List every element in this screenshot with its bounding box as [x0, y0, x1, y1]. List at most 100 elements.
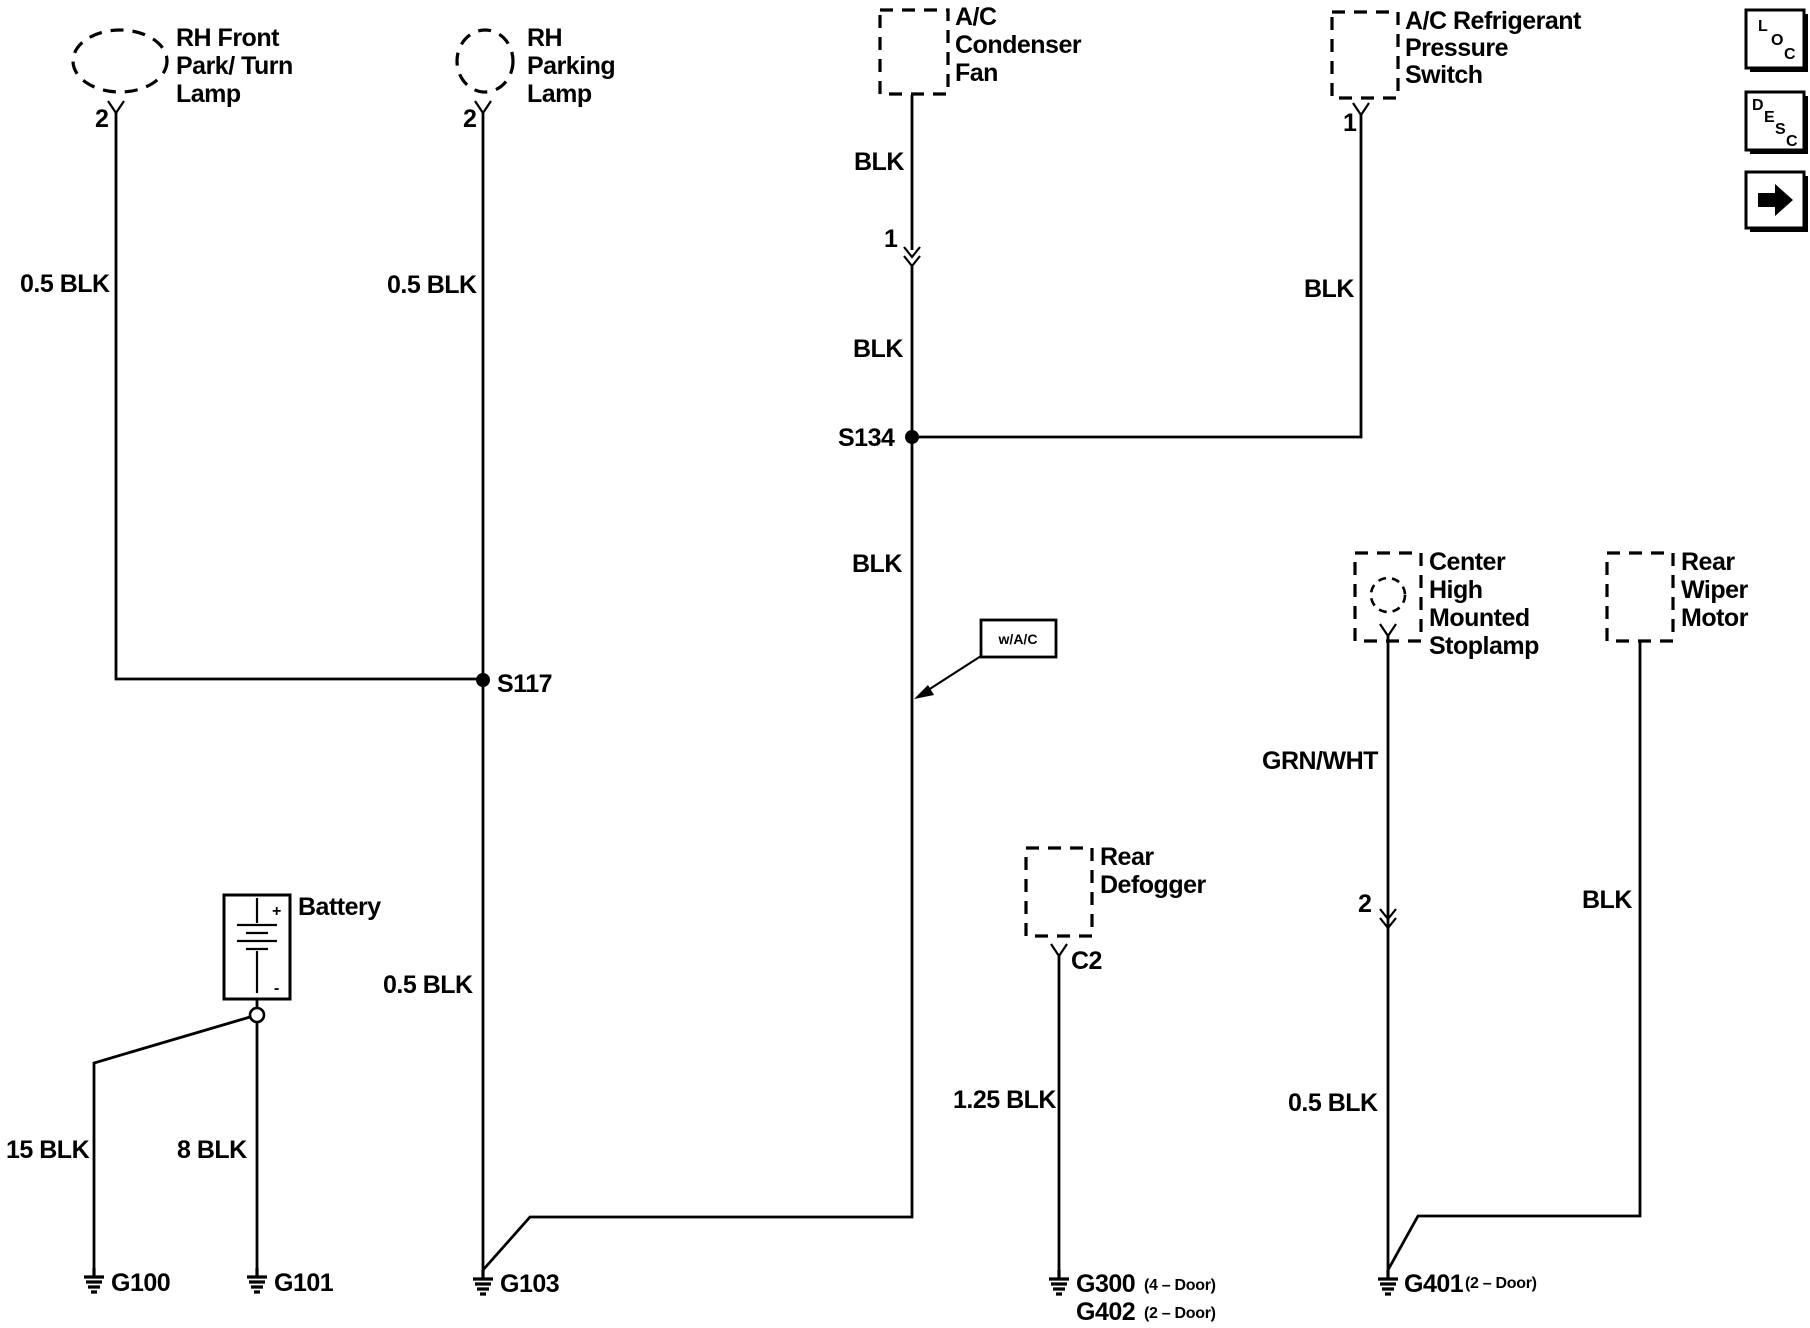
battery-icon: [237, 898, 277, 993]
ground-g300-g402[interactable]: G300 (4 – Door) G402 (2 – Door): [1049, 1270, 1216, 1326]
rh-front-park-turn-lamp[interactable]: RH Front Park/ Turn Lamp: [71, 24, 293, 108]
ground-icon: [1049, 1270, 1069, 1296]
connector-symbol: [1379, 623, 1397, 638]
component-label-line: Park/ Turn: [176, 52, 293, 80]
splice-label: S134: [838, 424, 895, 452]
ground-note: (2 – Door): [1465, 1275, 1537, 1292]
splice-s117[interactable]: [476, 673, 490, 687]
loc-letter: O: [1771, 32, 1783, 49]
battery-negative-terminal[interactable]: [248, 1006, 266, 1024]
wire-label: BLK: [1582, 886, 1632, 914]
component-label-line: Parking: [527, 52, 615, 80]
connector-label: C2: [1071, 947, 1102, 975]
desc-button[interactable]: D E S C: [1744, 90, 1808, 154]
wire-label: BLK: [853, 335, 903, 363]
connector-symbol: [474, 100, 492, 115]
component-label-line: Stoplamp: [1429, 632, 1539, 660]
wire-label: GRN/WHT: [1262, 747, 1378, 775]
ground-label: G101: [274, 1269, 334, 1297]
ground-icon: [473, 1270, 493, 1296]
arrowhead-icon: [914, 685, 934, 699]
component-label-line: Lamp: [527, 80, 592, 108]
center-high-mounted-stoplamp[interactable]: Center High Mounted Stoplamp: [1353, 548, 1540, 660]
component-label-line: Pressure: [1405, 34, 1509, 62]
pin-number: 2: [463, 105, 476, 133]
battery-negative-sign: -: [274, 980, 279, 997]
wire-pressure-switch-to-s134[interactable]: [912, 115, 1363, 439]
desc-letter: D: [1752, 97, 1763, 114]
ground-label: G401: [1404, 1270, 1464, 1298]
battery[interactable]: + - Battery: [222, 893, 382, 1001]
wire-label: 1.25 BLK: [953, 1086, 1056, 1114]
rear-defogger[interactable]: Rear Defogger: [1024, 843, 1207, 938]
ground-label: G100: [111, 1269, 170, 1297]
wire-label: 8 BLK: [177, 1136, 247, 1164]
component-box: [878, 8, 950, 96]
next-page-button[interactable]: [1744, 170, 1808, 232]
component-label-line: Rear: [1681, 548, 1735, 576]
desc-letter: S: [1775, 121, 1786, 138]
component-label-line: Defogger: [1100, 871, 1207, 899]
ground-icon: [247, 1268, 267, 1294]
wire-label: BLK: [1304, 275, 1354, 303]
wire-label: 0.5 BLK: [1288, 1089, 1378, 1117]
ground-g401[interactable]: G401 (2 – Door): [1378, 1270, 1537, 1298]
pin-number: 2: [95, 105, 108, 133]
desc-letter: C: [1786, 133, 1798, 150]
lamp-symbol: [455, 28, 515, 94]
wire-label: 15 BLK: [6, 1136, 90, 1164]
wire-battery-to-g100[interactable]: [92, 1015, 251, 1268]
component-box: [1353, 551, 1423, 643]
arrow-right-icon: [1758, 184, 1793, 216]
wire-wiper-to-g401[interactable]: [1386, 642, 1642, 1271]
component-label-line: Fan: [955, 59, 998, 87]
pin-number: 2: [1358, 890, 1371, 918]
component-label-line: A/C: [955, 3, 997, 31]
ground-note: (4 – Door): [1144, 1277, 1216, 1294]
component-label-line: RH Front: [176, 24, 280, 52]
splice-label: S117: [497, 670, 552, 698]
wire-label: 0.5 BLK: [383, 971, 473, 999]
component-label-line: RH: [527, 24, 562, 52]
loc-button[interactable]: L O C: [1744, 8, 1808, 72]
option-tag-label: w/A/C: [998, 631, 1038, 647]
component-label-line: Motor: [1681, 604, 1749, 632]
option-tag-leader: [921, 655, 982, 695]
component-label-line: Wiper: [1681, 576, 1748, 604]
component-box: [1330, 10, 1400, 100]
ground-g100[interactable]: G100: [84, 1268, 171, 1297]
ac-condenser-fan[interactable]: A/C Condenser Fan: [878, 3, 1082, 96]
ground-g101[interactable]: G101: [247, 1268, 334, 1297]
option-tag-wac: w/A/C: [914, 618, 1058, 699]
pin-number: 1: [884, 225, 898, 253]
ground-g103[interactable]: G103: [473, 1270, 560, 1298]
rh-parking-lamp[interactable]: RH Parking Lamp: [455, 24, 616, 108]
lamp-symbol: [71, 28, 169, 94]
component-label-line: Rear: [1100, 843, 1154, 871]
inline-connector-symbol: [1379, 908, 1397, 930]
component-label-line: Condenser: [955, 31, 1082, 59]
component-label-line: Switch: [1405, 61, 1483, 89]
wire-condenser-fan-to-g103[interactable]: [481, 266, 914, 1271]
component-label-line: High: [1429, 576, 1483, 604]
battery-positive-sign: +: [272, 903, 281, 920]
component-label-line: Center: [1429, 548, 1506, 576]
connector-symbol: [1050, 943, 1068, 958]
ground-label: G103: [500, 1270, 559, 1298]
ground-icon: [1378, 1270, 1398, 1296]
connector-symbol: [107, 100, 125, 115]
wire-label: 0.5 BLK: [387, 271, 477, 299]
component-box: [1605, 551, 1675, 643]
loc-letter: C: [1784, 46, 1796, 63]
ground-label: G402: [1076, 1298, 1135, 1326]
ac-refrigerant-pressure-switch[interactable]: A/C Refrigerant Pressure Switch: [1330, 7, 1583, 100]
rear-wiper-motor[interactable]: Rear Wiper Motor: [1605, 548, 1749, 643]
wire-label: BLK: [854, 148, 904, 176]
wire-front-lamp-to-s117[interactable]: [114, 113, 483, 681]
ground-note: (2 – Door): [1144, 1305, 1216, 1322]
ground-icon: [84, 1268, 104, 1294]
pin-number: 1: [1343, 109, 1357, 137]
component-label-line: Lamp: [176, 80, 241, 108]
ground-label: G300: [1076, 1270, 1135, 1298]
lamp-icon: [1369, 576, 1407, 614]
